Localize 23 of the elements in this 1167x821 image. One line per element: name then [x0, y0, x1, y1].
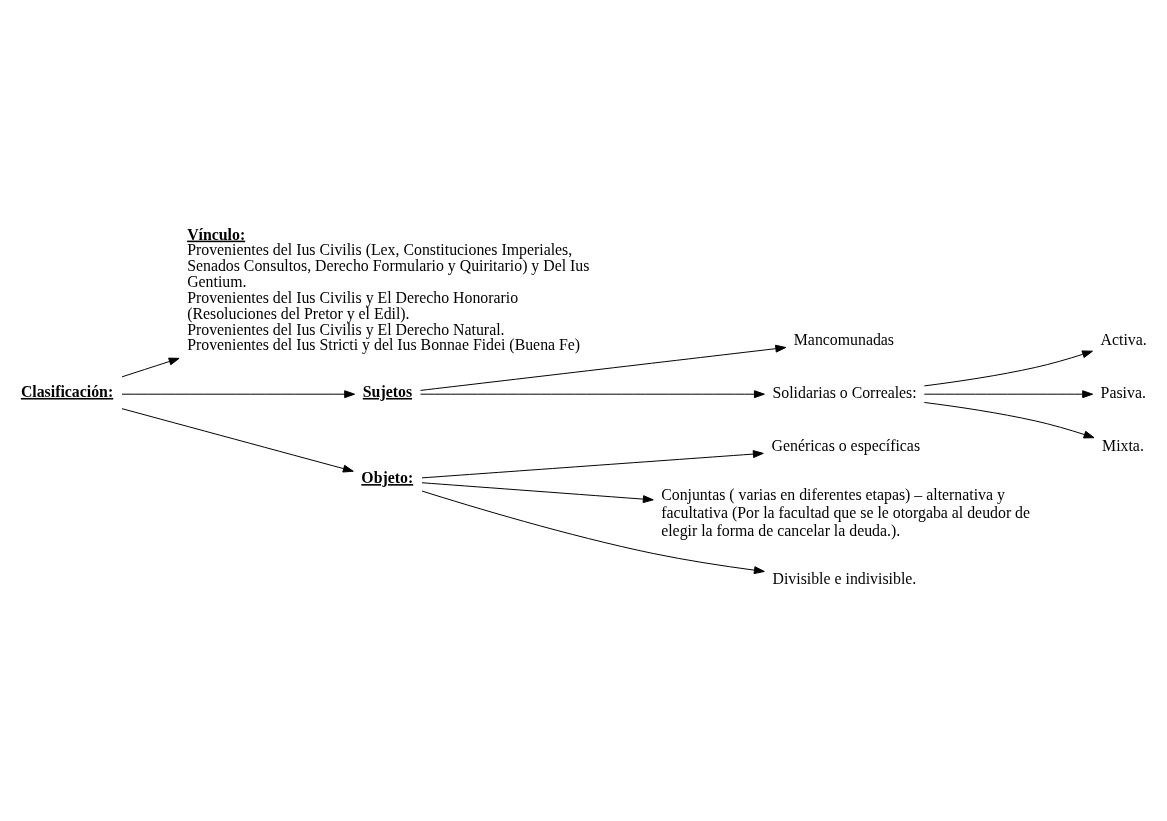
- node-text: Objeto:: [361, 468, 414, 486]
- node-text: Mixta.: [1102, 436, 1144, 454]
- arrow: [923, 401, 1095, 438]
- arrow: [923, 349, 1093, 386]
- node-text: Sujetos: [362, 382, 413, 400]
- node-text: Clasificación:: [20, 382, 114, 400]
- node-text: Vínculo: Provenientes del Ius Civilis (Lex, Constituciones Imperiales, Senados Consultos, Derecho Formulario y Quiritario) y Del Ius Gentium. Provenientes del Ius Civilis y El Derecho Honorario (Resoluciones del Pretor y el Edil). Provenientes del Ius Civilis y El Derecho Natural. Provenientes del Ius Stricti y del Ius Bonnae Fidei (Buena Fe): [187, 225, 590, 353]
- node-text: Activa.: [1100, 330, 1147, 347]
- arrow: [121, 389, 356, 398]
- arrow: [420, 389, 765, 398]
- arrow: [121, 407, 354, 472]
- node-text: Genéricas o específicas: [771, 436, 921, 454]
- node-text: Conjuntas ( varias en diferentes etapas) – alternativa y facultativa (Por la facultad que se le otorgaba al deudor de elegir la forma de cancelar la deuda.).: [661, 485, 1031, 538]
- node-text: Mancomunadas: [793, 330, 895, 347]
- arrow: [421, 490, 765, 574]
- arrow: [420, 344, 787, 391]
- node-text: Pasiva.: [1100, 383, 1146, 401]
- node-text: Solidarias o Correales:: [772, 383, 917, 401]
- arrow: [121, 357, 180, 377]
- arrow: [421, 449, 764, 478]
- arrow: [421, 481, 654, 503]
- arrow: [923, 389, 1094, 398]
- node-text: Divisible e indivisible.: [772, 569, 917, 587]
